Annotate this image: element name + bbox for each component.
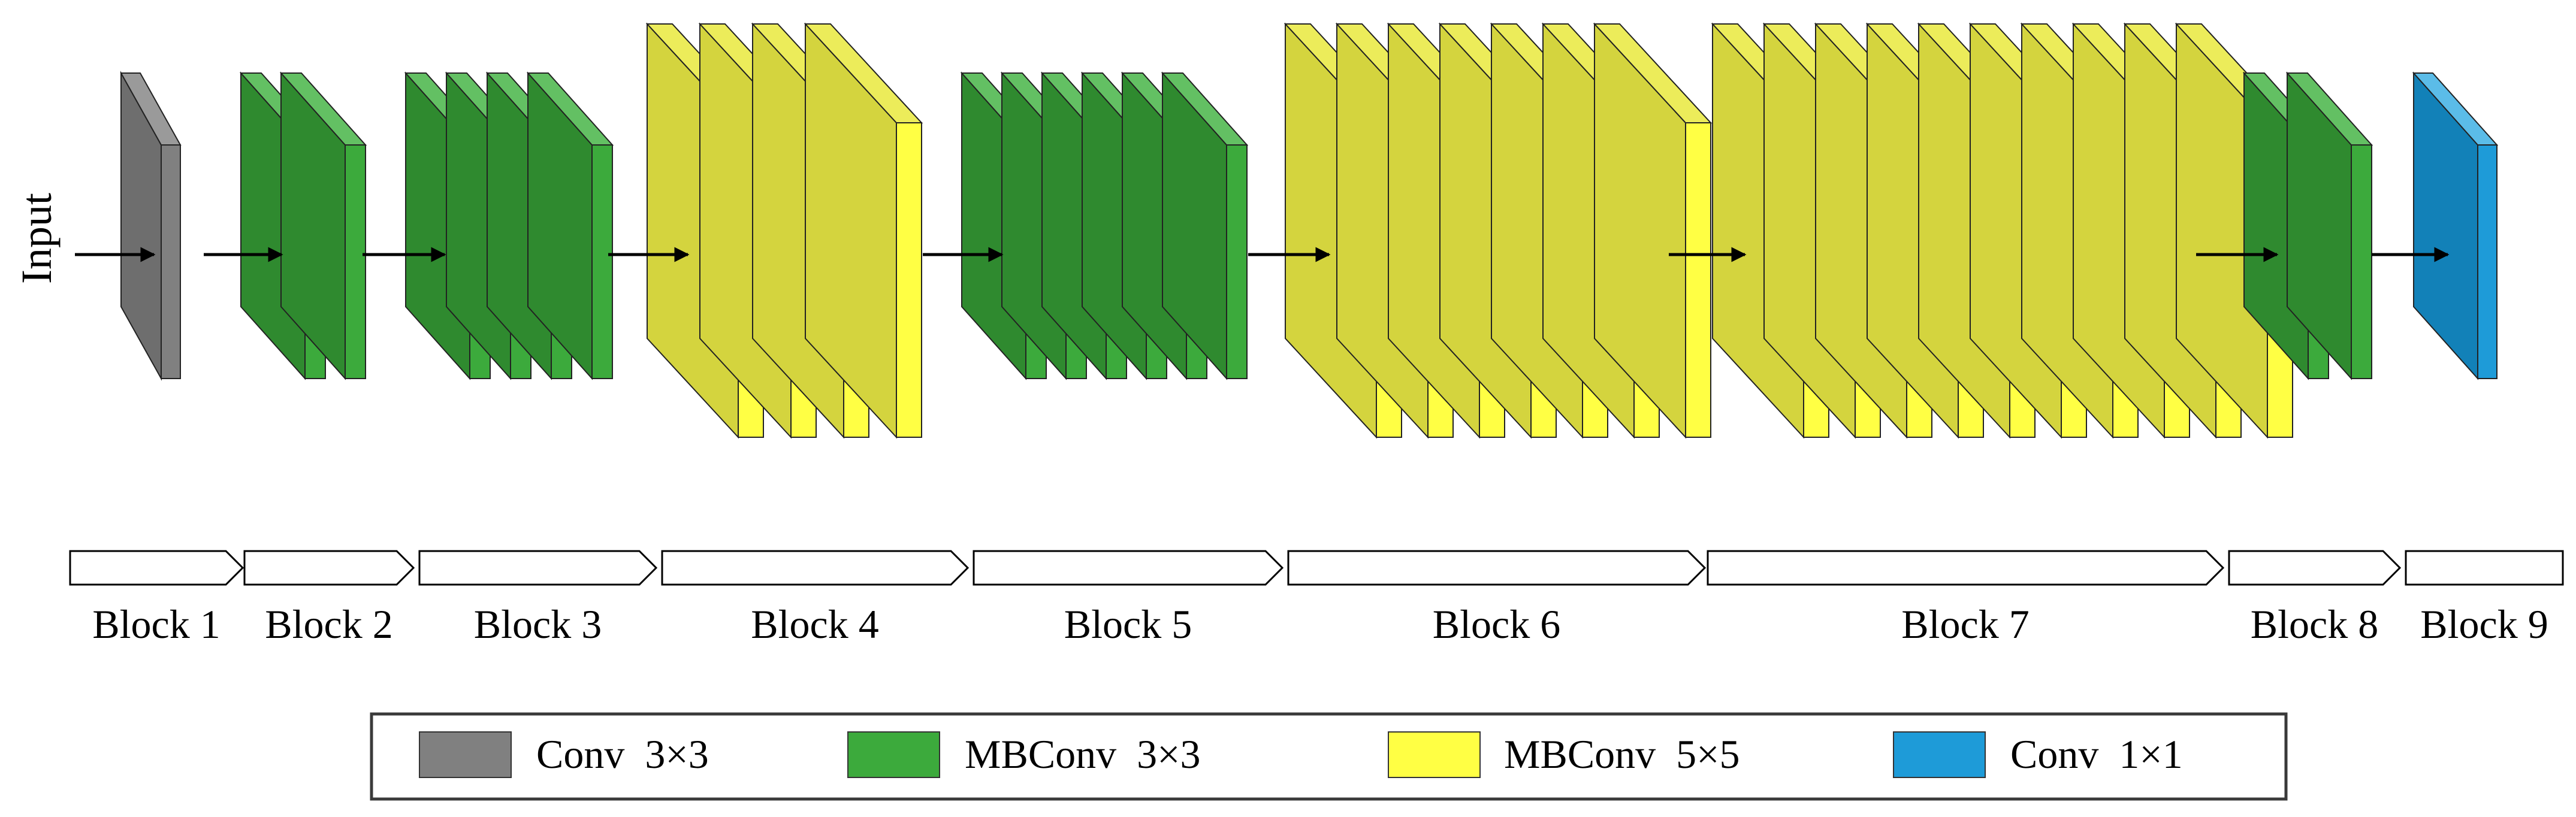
layer-plate (804, 22, 923, 439)
block-label: Block 6 (1433, 601, 1560, 647)
legend-label: Conv 1×1 (2010, 731, 2183, 777)
legend-label: MBConv 3×3 (965, 731, 1201, 777)
block-bracket (2405, 550, 2564, 586)
block-bracket (69, 550, 244, 586)
legend-item: Conv 3×3 (419, 731, 709, 778)
layer-plate (279, 71, 367, 380)
stack-1 (120, 71, 182, 381)
stack-5 (960, 71, 1249, 380)
stack-4 (645, 22, 923, 439)
block-bracket (1287, 550, 1707, 586)
stack-9 (2412, 71, 2499, 380)
legend-swatch (419, 731, 512, 778)
block-bracket (418, 550, 658, 586)
legend-label: Conv 3×3 (536, 731, 709, 777)
block-label: Block 7 (1901, 601, 2029, 647)
stack-6 (1284, 22, 1713, 439)
stack-8 (2242, 71, 2373, 380)
legend: Conv 3×3 MBConv 3×3 MBConv 5×5 Conv 1×1 (370, 712, 2288, 801)
layer-plate (1593, 22, 1713, 439)
legend-swatch (1893, 731, 1986, 778)
layer-plate (2285, 71, 2373, 380)
legend-item: Conv 1×1 (1893, 731, 2183, 778)
stack-2 (239, 71, 367, 380)
block-label: Block 1 (92, 601, 220, 647)
layer-stacks (120, 22, 2499, 439)
block-bracket (661, 550, 970, 586)
legend-swatch (1388, 731, 1481, 778)
stack-3 (404, 71, 614, 380)
block-label: Block 2 (265, 601, 392, 647)
block-label: Block 5 (1064, 601, 1192, 647)
stack-7 (1711, 22, 2294, 439)
block-bracket (1707, 550, 2225, 586)
block-label: Block 9 (2420, 601, 2548, 647)
block-label: Block 8 (2251, 601, 2378, 647)
block-label: Block 4 (751, 601, 878, 647)
input-label: Input (13, 193, 61, 284)
legend-item: MBConv 3×3 (847, 731, 1201, 778)
block-bracket (243, 550, 415, 586)
block-bracket (973, 550, 1284, 586)
block-bracket (2228, 550, 2402, 586)
legend-label: MBConv 5×5 (1504, 731, 1740, 777)
block-brackets: Block 1 Block 2 Block 3 Block 4 Block 5 Block… (69, 550, 2564, 647)
layer-plate (120, 71, 182, 381)
layer-plate (2412, 71, 2499, 380)
layer-plate (1161, 71, 1249, 380)
block-label: Block 3 (474, 601, 602, 647)
layer-plate (526, 71, 614, 380)
legend-item: MBConv 5×5 (1388, 731, 1740, 778)
legend-swatch (847, 731, 940, 778)
